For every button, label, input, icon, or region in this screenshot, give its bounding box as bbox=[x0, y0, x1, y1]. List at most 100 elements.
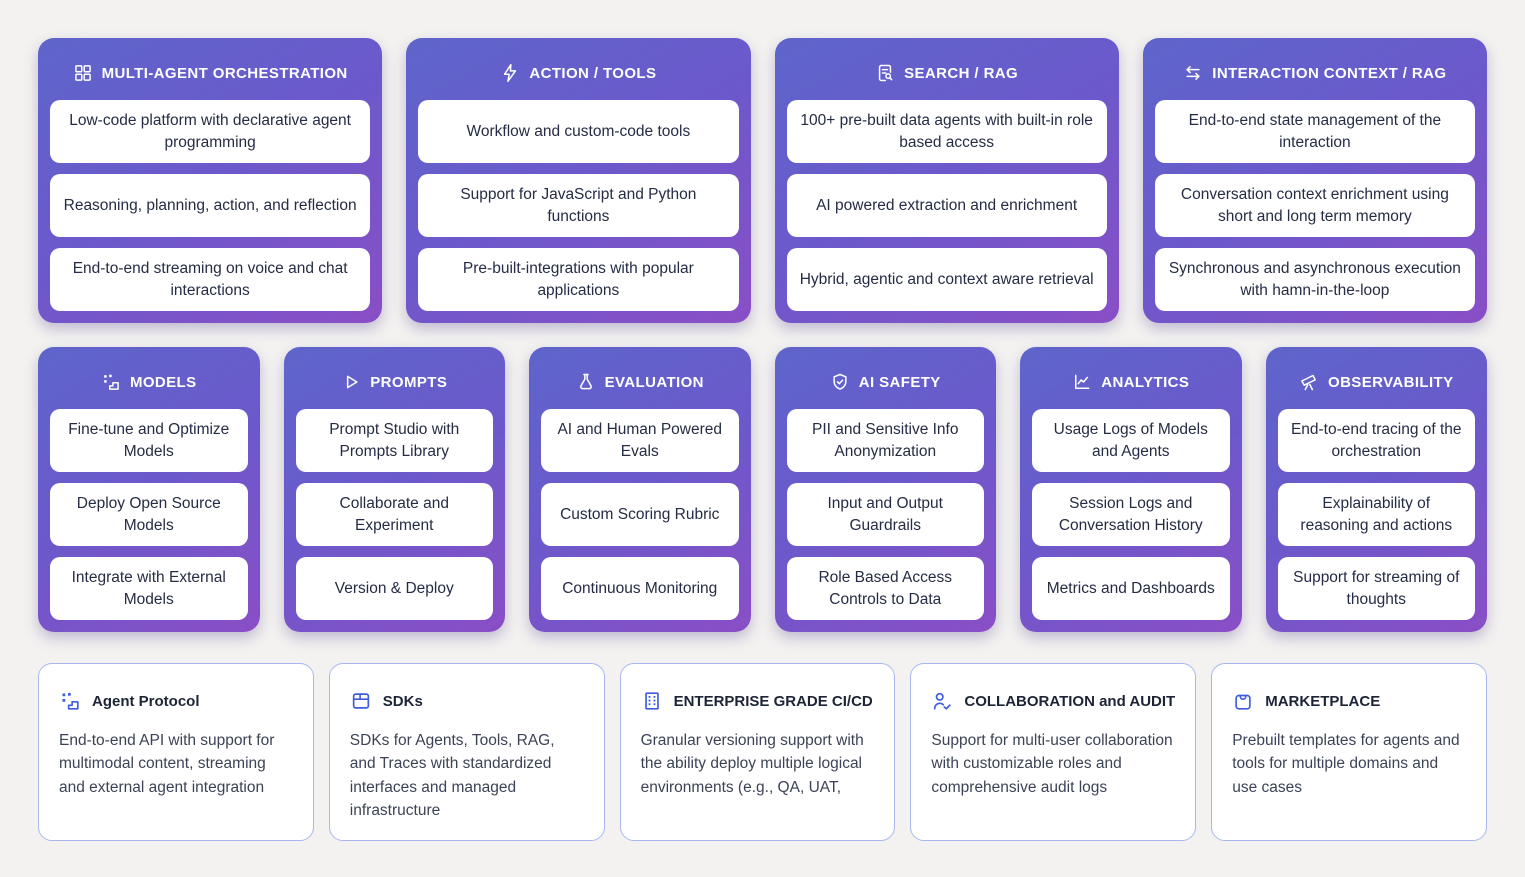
grid-icon bbox=[73, 63, 93, 83]
feature-item: Reasoning, planning, action, and reflect… bbox=[50, 174, 371, 237]
platform-card-agent-protocol: Agent Protocol End-to-end API with suppo… bbox=[38, 663, 314, 841]
feature-item: End-to-end tracing of the orchestration bbox=[1277, 409, 1475, 472]
feature-item: Synchronous and asynchronous execution w… bbox=[1154, 248, 1475, 311]
feature-item: Continuous Monitoring bbox=[541, 557, 739, 620]
window-icon bbox=[350, 690, 372, 712]
platform-row-bottom: Agent Protocol End-to-end API with suppo… bbox=[38, 663, 1487, 841]
swap-arrows-icon bbox=[1183, 63, 1203, 83]
feature-card-header: ACTION / TOOLS bbox=[418, 50, 738, 100]
feature-card-title: MODELS bbox=[129, 373, 197, 391]
feature-item: Deploy Open Source Models bbox=[50, 483, 248, 546]
telescope-icon bbox=[1299, 372, 1319, 392]
platform-card-description: Granular versioning support with the abi… bbox=[640, 732, 864, 796]
platform-card-header: ENTERPRISE GRADE CI/CD bbox=[641, 690, 875, 712]
building-icon bbox=[641, 690, 663, 712]
feature-item: 100+ pre-built data agents with built-in… bbox=[786, 100, 1107, 163]
feature-card-observability: OBSERVABILITY End-to-end tracing of the … bbox=[1265, 347, 1487, 632]
feature-item: Explainability of reasoning and actions bbox=[1277, 483, 1475, 546]
platform-card-sdks: SDKs SDKs for Agents, Tools, RAG, and Tr… bbox=[328, 663, 605, 841]
document-search-icon bbox=[875, 63, 895, 83]
platform-card-title: MARKETPLACE bbox=[1265, 692, 1381, 710]
feature-card-analytics: ANALYTICS Usage Logs of Models and Agent… bbox=[1020, 347, 1242, 632]
feature-item: Fine-tune and Optimize Models bbox=[50, 409, 248, 472]
feature-card-title: EVALUATION bbox=[604, 373, 704, 391]
feature-row-top: MULTI-AGENT ORCHESTRATION Low-code platf… bbox=[38, 38, 1487, 323]
platform-card-collaboration-and-audit: COLLABORATION and AUDIT Support for mult… bbox=[910, 663, 1197, 841]
shopping-bag-icon bbox=[1232, 690, 1254, 712]
platform-card-description: Support for multi-user collaboration wit… bbox=[931, 732, 1173, 796]
feature-item: Version & Deploy bbox=[295, 557, 493, 620]
feature-item: Integrate with External Models bbox=[50, 557, 248, 620]
feature-card-interaction-context-rag: INTERACTION CONTEXT / RAG End-to-end sta… bbox=[1142, 38, 1487, 323]
platform-card-title: SDKs bbox=[382, 692, 423, 710]
feature-card-header: AI SAFETY bbox=[787, 359, 985, 409]
feature-card-header: MULTI-AGENT ORCHESTRATION bbox=[50, 50, 370, 100]
zap-icon bbox=[500, 63, 520, 83]
feature-item: Collaborate and Experiment bbox=[295, 483, 493, 546]
platform-card-header: COLLABORATION and AUDIT bbox=[931, 690, 1175, 712]
feature-item: Support for streaming of thoughts bbox=[1277, 557, 1475, 620]
pixel-steps-icon bbox=[59, 690, 81, 712]
play-icon bbox=[341, 372, 361, 392]
feature-card-title: SEARCH / RAG bbox=[904, 64, 1019, 82]
feature-item: Pre-built-integrations with popular appl… bbox=[418, 248, 739, 311]
feature-card-multi-agent-orchestration: MULTI-AGENT ORCHESTRATION Low-code platf… bbox=[38, 38, 383, 323]
platform-card-title: COLLABORATION and AUDIT bbox=[964, 692, 1176, 710]
feature-card-items: 100+ pre-built data agents with built-in… bbox=[786, 100, 1107, 311]
feature-item: AI powered extraction and enrichment bbox=[786, 174, 1107, 237]
feature-card-title: PROMPTS bbox=[370, 373, 448, 391]
feature-item: Custom Scoring Rubric bbox=[541, 483, 739, 546]
feature-card-header: INTERACTION CONTEXT / RAG bbox=[1155, 50, 1475, 100]
platform-card-header: SDKs bbox=[350, 690, 584, 712]
feature-card-header: OBSERVABILITY bbox=[1278, 359, 1476, 409]
platform-card-description: Prebuilt templates for agents and tools … bbox=[1232, 732, 1460, 796]
platform-card-header: MARKETPLACE bbox=[1232, 690, 1466, 712]
platform-card-title: ENTERPRISE GRADE CI/CD bbox=[673, 692, 873, 710]
platform-card-enterprise-grade-ci-cd: ENTERPRISE GRADE CI/CD Granular versioni… bbox=[619, 663, 896, 841]
feature-card-header: MODELS bbox=[50, 359, 248, 409]
pixel-steps-icon bbox=[101, 372, 121, 392]
feature-card-items: Low-code platform with declarative agent… bbox=[50, 100, 371, 311]
feature-item: Input and Output Guardrails bbox=[786, 483, 984, 546]
feature-card-header: EVALUATION bbox=[541, 359, 739, 409]
platform-card-title: Agent Protocol bbox=[92, 692, 200, 710]
feature-item: AI and Human Powered Evals bbox=[541, 409, 739, 472]
feature-item: PII and Sensitive Info Anonymization bbox=[786, 409, 984, 472]
feature-item: Role Based Access Controls to Data bbox=[786, 557, 984, 620]
feature-card-title: ACTION / TOOLS bbox=[529, 64, 657, 82]
flask-icon bbox=[576, 372, 596, 392]
feature-card-title: ANALYTICS bbox=[1101, 373, 1190, 391]
feature-card-title: INTERACTION CONTEXT / RAG bbox=[1212, 64, 1447, 82]
feature-card-header: ANALYTICS bbox=[1032, 359, 1230, 409]
feature-item: Low-code platform with declarative agent… bbox=[50, 100, 371, 163]
feature-item: Prompt Studio with Prompts Library bbox=[295, 409, 493, 472]
line-chart-icon bbox=[1072, 372, 1092, 392]
feature-card-items: End-to-end state management of the inter… bbox=[1154, 100, 1475, 311]
feature-card-ai-safety: AI SAFETY PII and Sensitive Info Anonymi… bbox=[774, 347, 996, 632]
platform-card-description: SDKs for Agents, Tools, RAG, and Traces … bbox=[349, 732, 555, 819]
feature-card-title: MULTI-AGENT ORCHESTRATION bbox=[101, 64, 348, 82]
feature-card-search-rag: SEARCH / RAG 100+ pre-built data agents … bbox=[774, 38, 1119, 323]
feature-item: Workflow and custom-code tools bbox=[418, 100, 739, 163]
feature-item: End-to-end streaming on voice and chat i… bbox=[50, 248, 371, 311]
platform-card-header: Agent Protocol bbox=[59, 690, 293, 712]
feature-item: Usage Logs of Models and Agents bbox=[1032, 409, 1230, 472]
feature-item: Support for JavaScript and Python functi… bbox=[418, 174, 739, 237]
feature-card-title: AI SAFETY bbox=[858, 373, 941, 391]
feature-card-header: PROMPTS bbox=[296, 359, 494, 409]
feature-item: Metrics and Dashboards bbox=[1032, 557, 1230, 620]
feature-item: End-to-end state management of the inter… bbox=[1154, 100, 1475, 163]
user-check-icon bbox=[931, 690, 953, 712]
feature-item: Session Logs and Conversation History bbox=[1032, 483, 1230, 546]
